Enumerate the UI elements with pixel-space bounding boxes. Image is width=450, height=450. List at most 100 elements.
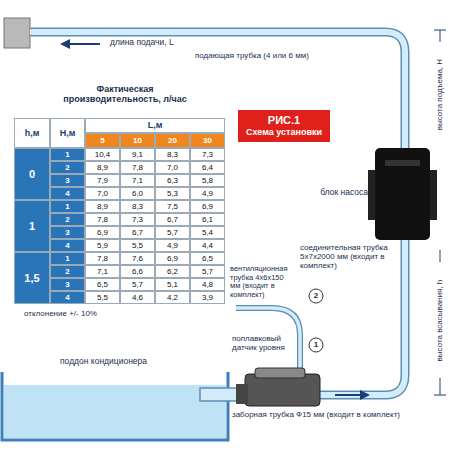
table-cell: 6,2 [155,265,190,278]
callout-number: 2 [309,291,323,300]
part-label: соединительная трубка 5x7x2000 мм (входи… [300,243,398,271]
table-cell: 8,9 [85,200,120,213]
part-label: поплавковый датчик уровня [232,334,294,352]
table-cell: H,м [50,118,85,148]
table-cell: h,м [14,118,50,148]
table-cell: 6,6 [120,265,155,278]
table-cell: 7,0 [85,187,120,200]
tray-water [4,385,226,438]
table-cell: 7,1 [85,265,120,278]
table-cell: 5,5 [85,291,120,304]
table-cell: 5,4 [190,226,225,239]
table-cell: 6,7 [120,226,155,239]
table-cell: 5,1 [155,278,190,291]
callout-circle [309,289,323,303]
table-cell: 5,3 [155,187,190,200]
part-label: блок насоса [296,188,368,198]
table-cell: 7,8 [85,252,120,265]
table-cell: 5,5 [120,239,155,252]
table-cell: 6,5 [190,252,225,265]
table-cell: 7,3 [120,213,155,226]
dimension-label: высота всасывания, h [435,271,444,371]
table-cell: 5,7 [190,265,225,278]
table-cell: 4,6 [120,291,155,304]
part-label: заборная трубка Ф15 мм (входит в комплек… [232,410,402,419]
table-cell: 8,9 [85,161,120,174]
table-cell: 1,5 [14,252,50,304]
part-label: вентиляционная трубка 4x6x150 мм (входит… [230,265,296,300]
table-cell: 4,9 [155,239,190,252]
table-cell: 10,4 [85,148,120,161]
tray-outline [2,372,228,440]
table-cell: 7,8 [85,213,120,226]
table-cell: 4 [50,187,85,200]
table-cell: 6,1 [190,213,225,226]
figure-caption: Схема установки [246,127,322,138]
table-cell: 1 [50,200,85,213]
part-label: поддон кондиционера [60,357,190,367]
table-title: Фактическая производительность, л/час [52,84,198,105]
callout-number: 1 [309,340,323,349]
table-cell: 2 [50,213,85,226]
table-cell: 9,1 [120,148,155,161]
table-cell: 6,9 [190,200,225,213]
table-cell: 3 [50,226,85,239]
table-cell: 4,4 [190,239,225,252]
table-cell: 4,9 [190,187,225,200]
table-cell: 5,7 [155,226,190,239]
table-cell: 6,5 [85,278,120,291]
table-cell: 5,7 [120,278,155,291]
table-cell: 4 [50,239,85,252]
table-cell: 2 [50,161,85,174]
pipes-inner [30,32,405,395]
sensor-inlet [236,384,248,404]
table-cell: 4,2 [155,291,190,304]
table-cell: 6,7 [155,213,190,226]
table-cell: 8,3 [155,148,190,161]
note: отклонение +/- 10% [24,309,204,318]
table-cell: 7,6 [120,252,155,265]
dimension-line [434,30,446,395]
float-sensor [245,374,320,406]
table-cell: 7,3 [190,148,225,161]
table-cell: 1 [50,252,85,265]
table-cell: 7,1 [120,174,155,187]
table-cell: 8,3 [120,200,155,213]
dimension-label: длина подачи, L [110,38,220,48]
pipes-outline [30,32,405,395]
part-label: подающая трубка (4 или 6 мм) [195,51,365,60]
table-cell: 3 [50,278,85,291]
table-cell: 7,9 [85,174,120,187]
table-cell: 6,9 [85,226,120,239]
table-cell: 7,5 [155,200,190,213]
table-cell: 6,9 [155,252,190,265]
table-cell: 1 [14,200,50,252]
callout-circle [309,338,323,352]
flow-arrow [60,39,100,49]
table-cell: 6,0 [120,187,155,200]
table-cell: 4,8 [190,278,225,291]
table-cell: 3 [50,174,85,187]
table-cell: 7,0 [155,161,190,174]
figure-badge: РИС.1Схема установки [238,110,330,142]
table-cell: 10 [120,133,155,148]
table-cell: 1 [50,148,85,161]
flow-arrow [335,390,370,400]
sensor-cap [255,368,305,378]
pump-detail [385,160,420,166]
table-cell: 5,8 [190,174,225,187]
table-cell: 2 [50,265,85,278]
table-cell: 30 [190,133,225,148]
table-cell: 5 [85,133,120,148]
pump-body [375,148,430,240]
table-cell: 20 [155,133,190,148]
table-cell: 0 [14,148,50,200]
table-cell: 3,9 [190,291,225,304]
table-cell: 4 [50,291,85,304]
table-cell: 7,8 [120,161,155,174]
outlet-fitting [4,18,30,48]
table-cell: 6,3 [155,174,190,187]
table-cell: 5,9 [85,239,120,252]
table-cell: L,м [85,118,225,133]
dimension-label: высота подъема, H [435,45,444,145]
